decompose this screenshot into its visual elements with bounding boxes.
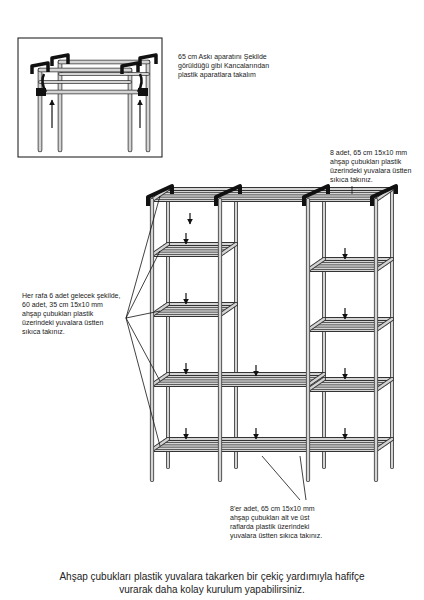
caption: Ahşap çubukları plastik yuvalara takarke… [50, 570, 374, 596]
instruction-note: 8'er adet, 65 cm 15x10 mm ahşap çubuklar… [230, 504, 324, 540]
hanger-inset [18, 38, 162, 157]
leader-lines [126, 186, 352, 500]
shelf-unit [148, 186, 396, 480]
instruction-note: 8 adet, 65 cm 15x10 mm ahşap çubukları p… [330, 148, 418, 184]
instruction-note: Her rafa 6 adet gelecek şekilde, 60 adet… [22, 291, 122, 336]
instruction-note: 65 cm Askı aparatını Şekilde görüldüğü g… [178, 52, 274, 79]
